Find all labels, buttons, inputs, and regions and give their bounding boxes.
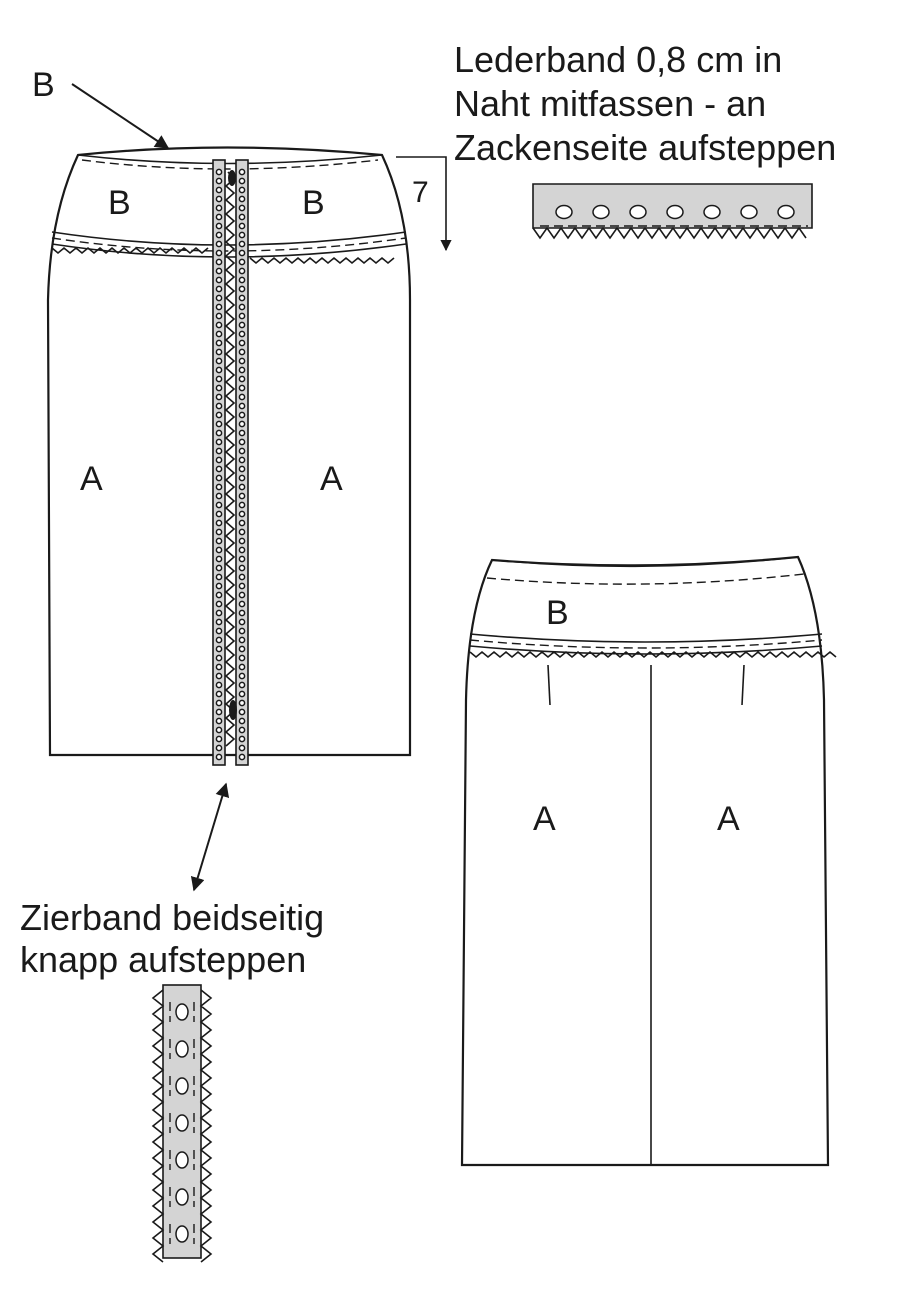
back-dart-right [741, 664, 745, 706]
back-yoke-trim-zigzag [469, 650, 837, 659]
zipper-pull-top [228, 170, 236, 186]
leather-band-swatch [532, 183, 813, 240]
front-waistband-topstitch [81, 159, 379, 170]
back-skirt-right-label: A [717, 800, 740, 838]
front-skirt-right-label: A [320, 460, 343, 498]
front-waistband-left-label: B [108, 184, 131, 222]
back-waistband-topstitch [486, 573, 805, 585]
front-skirt: B B A A [46, 146, 412, 766]
trim-band-note-line1: Zierband beidseitig [20, 897, 324, 938]
trim-band-note-line2: knapp aufsteppen [20, 939, 306, 980]
back-waistband-label: B [546, 594, 569, 632]
front-waistband-pointer-label: B [32, 66, 55, 104]
measurement-value: 7 [412, 176, 429, 209]
back-yoke-seam [469, 633, 823, 643]
back-skirt: B A A [460, 555, 837, 1167]
center-trim-holes [215, 168, 246, 761]
back-dart-left [547, 664, 551, 706]
leather-band-note-line2: Naht mitfassen - an [454, 83, 766, 124]
leather-band-note-line1: Lederband 0,8 cm in [454, 39, 782, 80]
zipper-pull-bottom [229, 700, 237, 720]
trim-band-pointer-arrow [190, 782, 230, 892]
front-waistband-right-label: B [302, 184, 325, 222]
leather-band-note-line3: Zackenseite aufsteppen [454, 127, 836, 168]
front-yoke-seam [51, 231, 407, 246]
back-skirt-left-label: A [533, 800, 556, 838]
waistband-pointer-arrow [71, 83, 170, 149]
trim-band-swatch [151, 984, 213, 1263]
front-zipper-zigzag [224, 171, 236, 747]
waistband-height-measurement: 7 [396, 156, 452, 252]
front-yoke-trim-zigzag [51, 246, 209, 255]
front-skirt-outline [46, 146, 412, 757]
front-skirt-left-label: A [80, 460, 103, 498]
